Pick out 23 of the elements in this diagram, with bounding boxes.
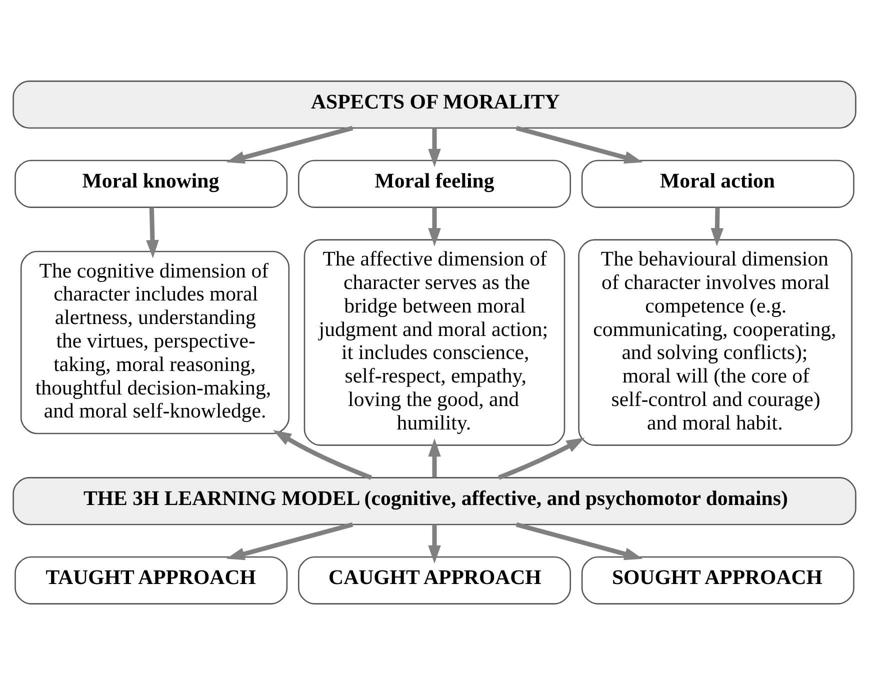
node-box: ASPECTS OF MORALITY: [12, 80, 856, 129]
node-box: THE 3H LEARNING MODEL (cognitive, affective, and psychomotor domains): [12, 477, 856, 526]
arrow: [516, 126, 643, 164]
node-box: CAUGHT APPROACH: [298, 556, 571, 604]
arrow: [498, 438, 585, 480]
arrow: [273, 430, 372, 480]
arrow: [710, 208, 724, 246]
node-box: Moral feeling: [298, 160, 571, 208]
arrow: [428, 208, 441, 246]
arrow: [146, 208, 159, 258]
node-box: The affective dimension of character serves as the bridge between moral judgment and moral action; it includes conscience, self-respect, empathy, loving the good, and humility.: [304, 239, 566, 446]
arrow: [428, 524, 441, 564]
arrow: [226, 126, 354, 164]
node-box: SOUGHT APPROACH: [581, 556, 854, 604]
node-box: The behavioural dimension of character involves moral competence (e.g. communicating, cooperating, and solving conflicts); moral will (the core of self-control and courage) and moral habit.: [578, 239, 852, 446]
arrow: [428, 438, 441, 478]
arrow: [428, 128, 441, 168]
node-box: TAUGHT APPROACH: [14, 556, 288, 604]
arrow: [516, 522, 643, 560]
node-box: Moral action: [581, 160, 854, 208]
node-box: Moral knowing: [14, 160, 288, 208]
arrow: [226, 522, 354, 560]
node-box: The cognitive dimension of character includes moral alertness, understanding the virtues, perspective-taking, moral reasoning, thoughtful decision-making, and moral self-knowledge.: [20, 250, 290, 434]
